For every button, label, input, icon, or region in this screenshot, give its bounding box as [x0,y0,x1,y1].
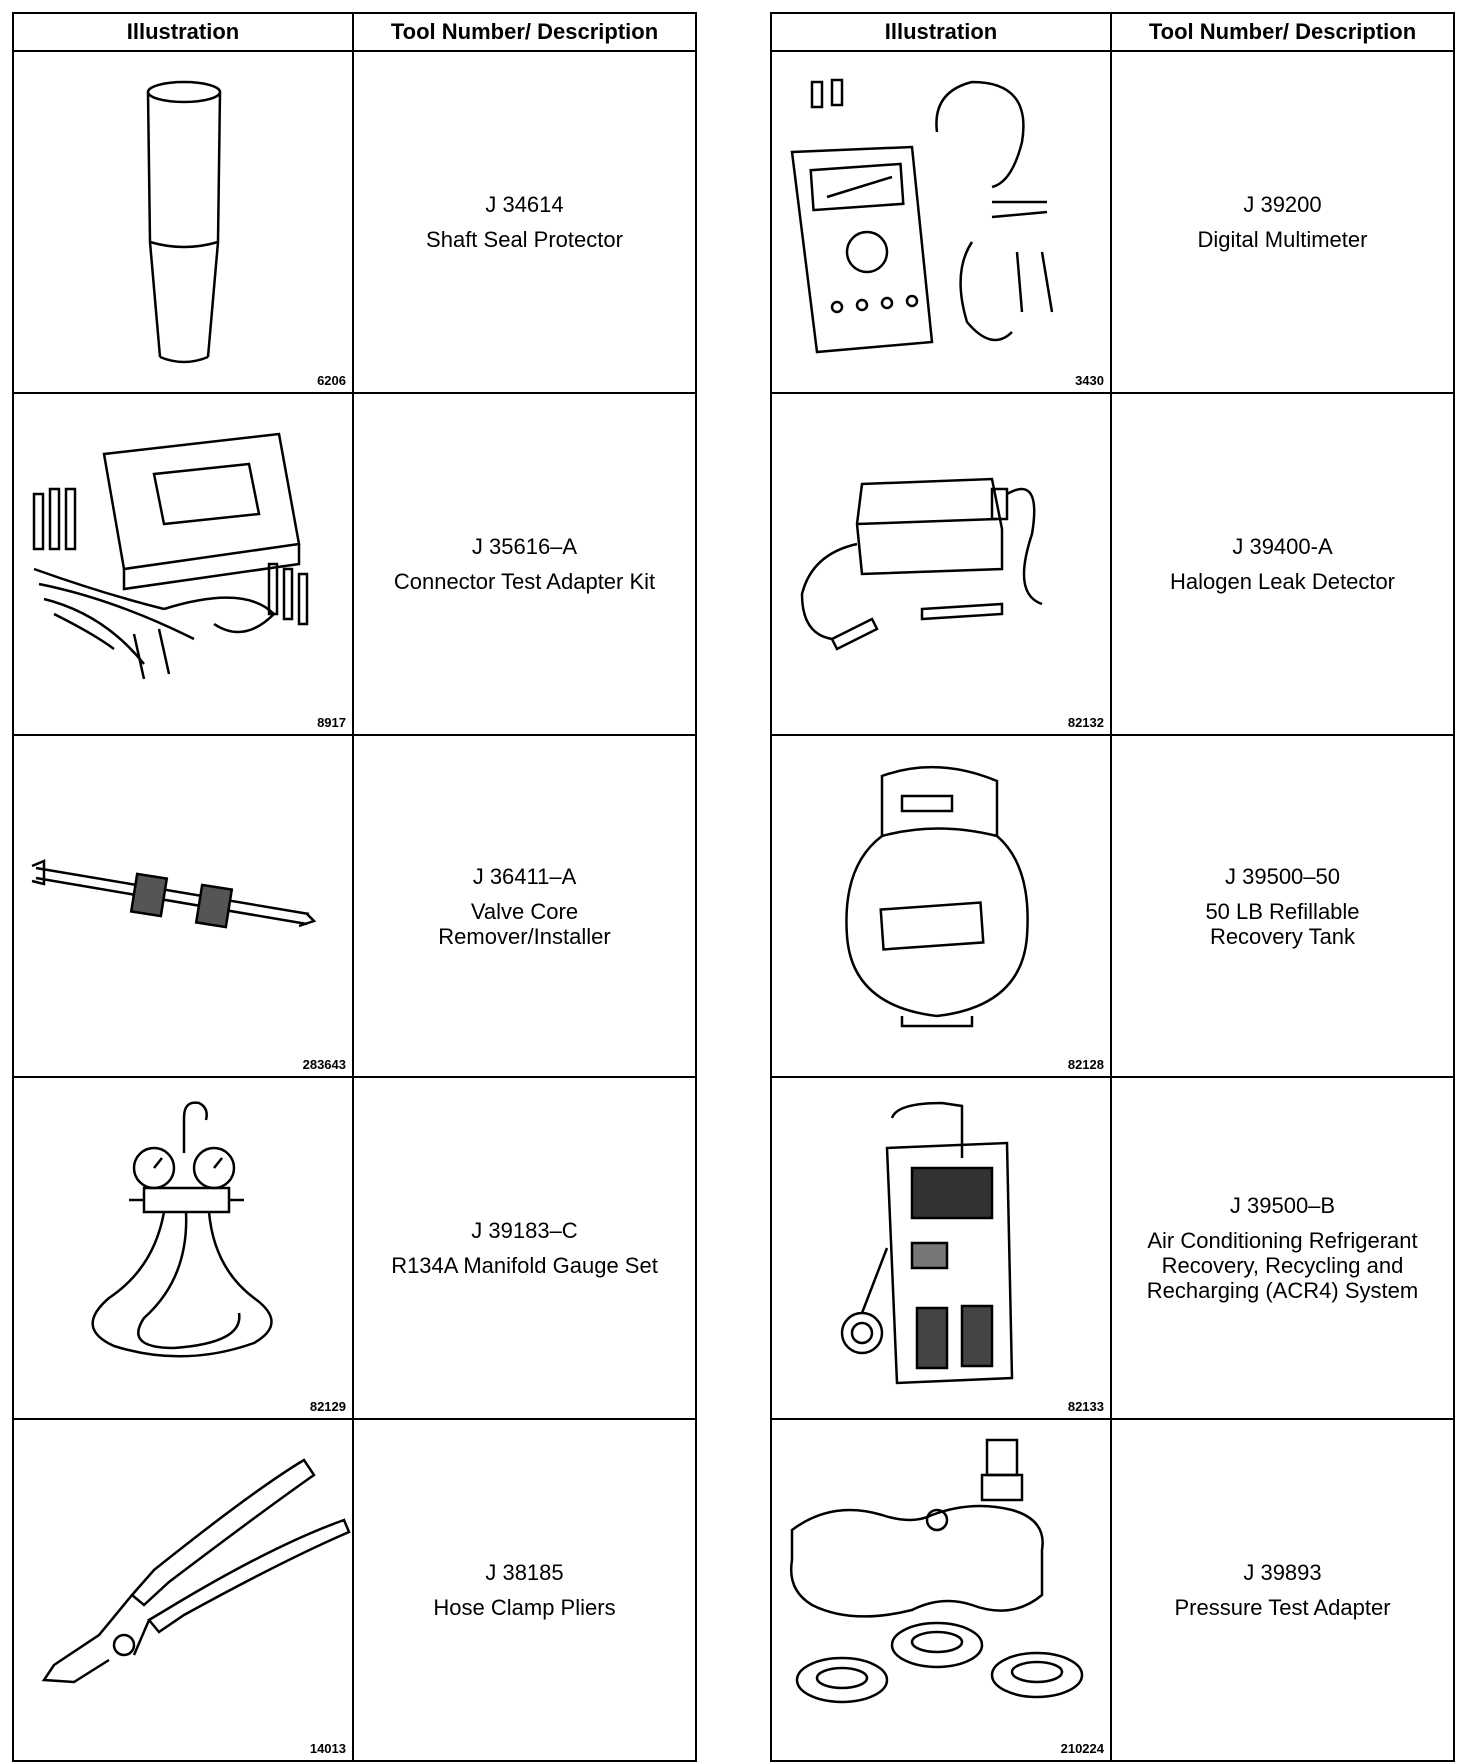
header-illustration: Illustration [770,12,1112,52]
connector-test-adapter-kit-icon [32,432,309,680]
header-tool-description: Tool Number/ Description [352,12,697,52]
tool-name: 50 LB Refillable Recovery Tank [1205,898,1360,949]
table-row: 6206 J 34614 Shaft Seal Protector [12,50,697,394]
tool-number: J 39200 [1243,192,1322,217]
tool-name: Hose Clamp Pliers [433,1595,616,1620]
description-cell: J 34614 Shaft Seal Protector [352,50,697,394]
illustration-cell: 8917 [12,392,354,736]
description-cell: J 39893 Pressure Test Adapter [1110,1418,1455,1762]
pressure-test-adapter-icon [789,1438,1084,1704]
manifold-gauge-set-icon [91,1101,273,1358]
tool-number: J 39500–B [1229,1193,1336,1218]
illustration-cell: 14013 [12,1418,354,1762]
description-cell: J 39200 Digital Multimeter [1110,50,1455,394]
recovery-tank-icon [845,765,1029,1028]
digital-multimeter-icon [790,78,1054,354]
figure-id: 82128 [1067,1057,1104,1072]
tool-name: Halogen Leak Detector [1169,569,1396,594]
tool-table-right: Illustration Tool Number/ Description [770,12,1455,1762]
acr4-system-icon [840,1101,1014,1385]
figure-id: 8917 [317,715,346,730]
description-cell: J 39183–C R134A Manifold Gauge Set [352,1076,697,1420]
figure-id: 14013 [309,1741,346,1756]
hose-clamp-pliers-icon [41,1458,351,1684]
figure-id: 283643 [302,1057,346,1072]
tool-number: J 39500–50 [1225,863,1340,889]
table-row: 82129 J 39183–C R134A Manifold Gauge Set [12,1076,697,1420]
tool-number: J 34614 [485,192,564,217]
tool-number: J 35616–A [471,534,578,559]
tool-name: Valve Core Remover/Installer [438,898,611,949]
tool-number: J 39400-A [1232,534,1333,559]
tool-table-left: Illustration Tool Number/ Description 62… [12,12,697,1762]
figure-id: 210224 [1060,1741,1104,1756]
description-cell: J 39400-A Halogen Leak Detector [1110,392,1455,736]
figure-id: 6206 [317,373,346,388]
table-row: 283643 J 36411–A Valve Core Remover/Inst… [12,734,697,1078]
illustration-cell: 82129 [12,1076,354,1420]
halogen-leak-detector-icon [800,477,1043,651]
figure-id: 82133 [1067,1399,1104,1414]
figure-id: 3430 [1075,373,1104,388]
tool-name: Digital Multimeter [1197,227,1368,252]
figure-id: 82132 [1067,715,1104,730]
table-row: 82132 J 39400-A Halogen Leak Detector [770,392,1455,736]
tool-number: J 39183–C [471,1218,578,1243]
figure-id: 82129 [309,1399,346,1414]
tool-name: Shaft Seal Protector [426,227,623,252]
tool-number: J 38185 [485,1560,564,1585]
tool-name: Pressure Test Adapter [1174,1595,1391,1620]
table-row: 8917 J 35616–A Connector Test Adapter Ki… [12,392,697,736]
description-cell: J 39500–B Air Conditioning Refrigerant R… [1110,1076,1455,1420]
table-row: 210224 J 39893 Pressure Test Adapter [770,1418,1455,1762]
tool-name: Connector Test Adapter Kit [393,569,656,594]
illustration-cell: 283643 [12,734,354,1078]
illustration-cell: 82133 [770,1076,1112,1420]
tool-number: J 39893 [1243,1560,1322,1585]
description-cell: J 36411–A Valve Core Remover/Installer [352,734,697,1078]
table-row: 82133 J 39500–B Air Conditioning Refrige… [770,1076,1455,1420]
header-row: Illustration Tool Number/ Description [770,12,1455,52]
illustration-cell: 3430 [770,50,1112,394]
shaft-seal-protector-icon [146,80,222,364]
illustration-cell: 6206 [12,50,354,394]
illustration-cell: 82132 [770,392,1112,736]
header-row: Illustration Tool Number/ Description [12,12,697,52]
tool-name: R134A Manifold Gauge Set [391,1253,658,1278]
table-row: 3430 J 39200 Digital Multimeter [770,50,1455,394]
tool-name: Air Conditioning Refrigerant Recovery, R… [1146,1228,1419,1303]
header-illustration: Illustration [12,12,354,52]
illustration-cell: 210224 [770,1418,1112,1762]
tool-number: J 36411–A [472,863,577,889]
table-row: 14013 J 38185 Hose Clamp Pliers [12,1418,697,1762]
description-cell: J 39500–50 50 LB Refillable Recovery Tan… [1110,734,1455,1078]
table-row: 82128 J 39500–50 50 LB Refillable Recove… [770,734,1455,1078]
valve-core-tool-icon [31,859,317,929]
description-cell: J 35616–A Connector Test Adapter Kit [352,392,697,736]
header-tool-description: Tool Number/ Description [1110,12,1455,52]
illustration-cell: 82128 [770,734,1112,1078]
description-cell: J 38185 Hose Clamp Pliers [352,1418,697,1762]
